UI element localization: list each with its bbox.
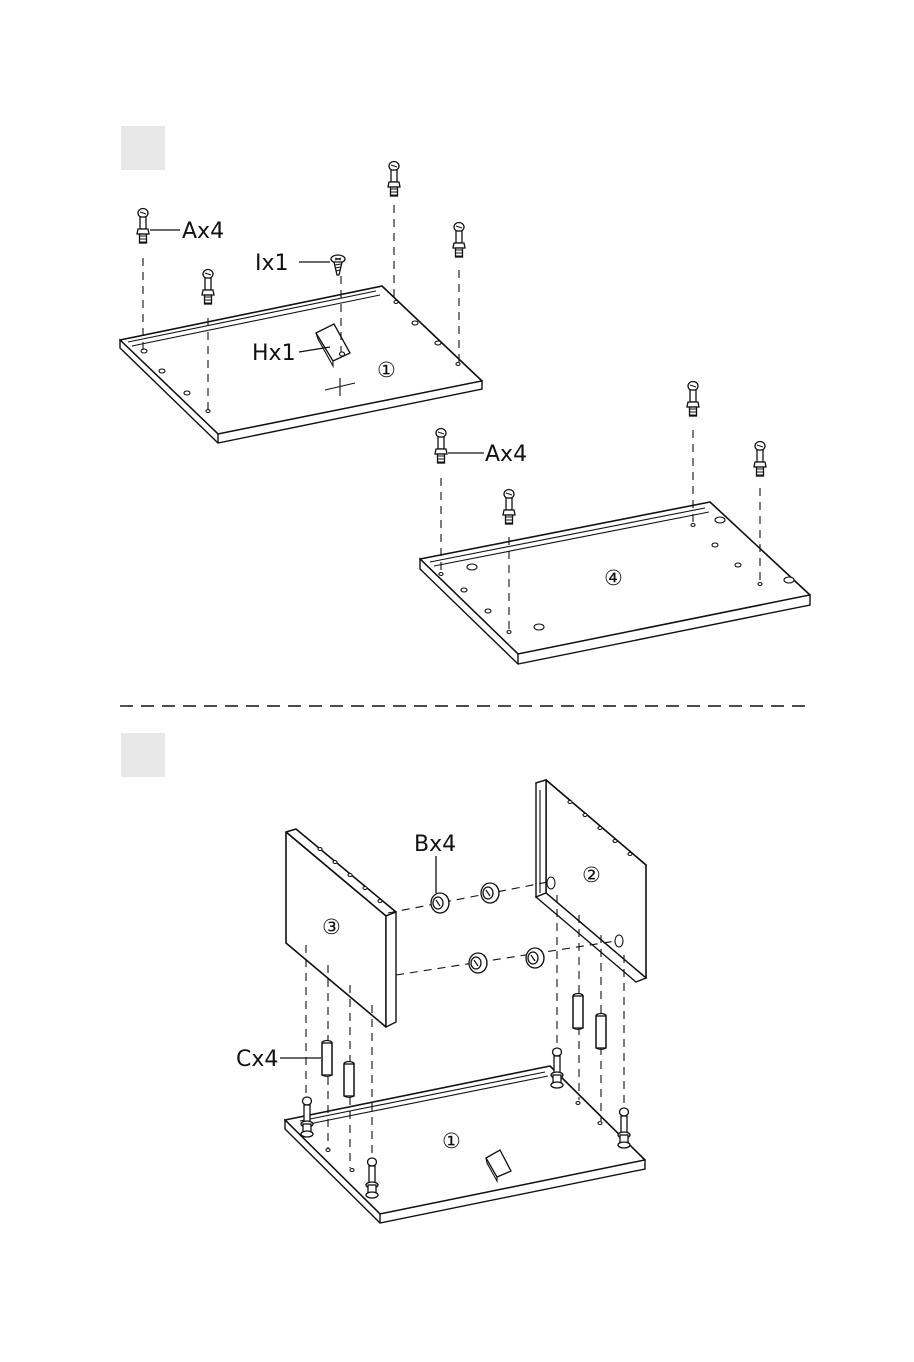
cam-bolt-part-a [388,162,400,197]
cam-bolt-part-a [453,223,465,258]
cam-bolt-part-a [435,429,447,464]
panel-number-1-base: ① [442,1129,461,1153]
cam-lock-part-b [431,893,449,913]
dowel-part-c [596,1014,606,1050]
label-part-h: Hx1 [252,341,296,366]
panel-number-1: ① [377,358,396,382]
cam-bolt-part-a [137,209,149,244]
step-2-marker [121,733,165,777]
label-part-a: Ax4 [182,219,224,244]
cam-bolt-part-a [202,270,214,305]
panel-number-2: ② [582,863,601,887]
cam-lock-part-b [481,883,499,903]
cam-lock-part-b [469,953,487,973]
screw-part-i [331,255,345,275]
cam-bolt-part-a [503,490,515,525]
cam-lock-part-b [526,948,544,968]
panel-1-drawing [120,286,482,443]
panel-1-base-drawing [285,1066,645,1223]
cam-bolt-part-a [687,382,699,417]
dowel-part-c [344,1062,354,1098]
cam-bolt-installed [618,1108,630,1148]
cam-bolt-part-a [754,442,766,477]
panel-number-4: ④ [604,566,623,590]
dowel-part-c [573,994,583,1030]
dowel-part-c [322,1041,332,1077]
panel-number-3: ③ [322,915,341,939]
label-part-b: Bx4 [414,832,456,857]
label-part-a-second: Ax4 [485,442,527,467]
step-1-marker [121,126,165,170]
panel-3-drawing [286,829,396,1027]
label-part-c: Cx4 [236,1047,278,1072]
label-part-i: Ix1 [255,251,289,276]
